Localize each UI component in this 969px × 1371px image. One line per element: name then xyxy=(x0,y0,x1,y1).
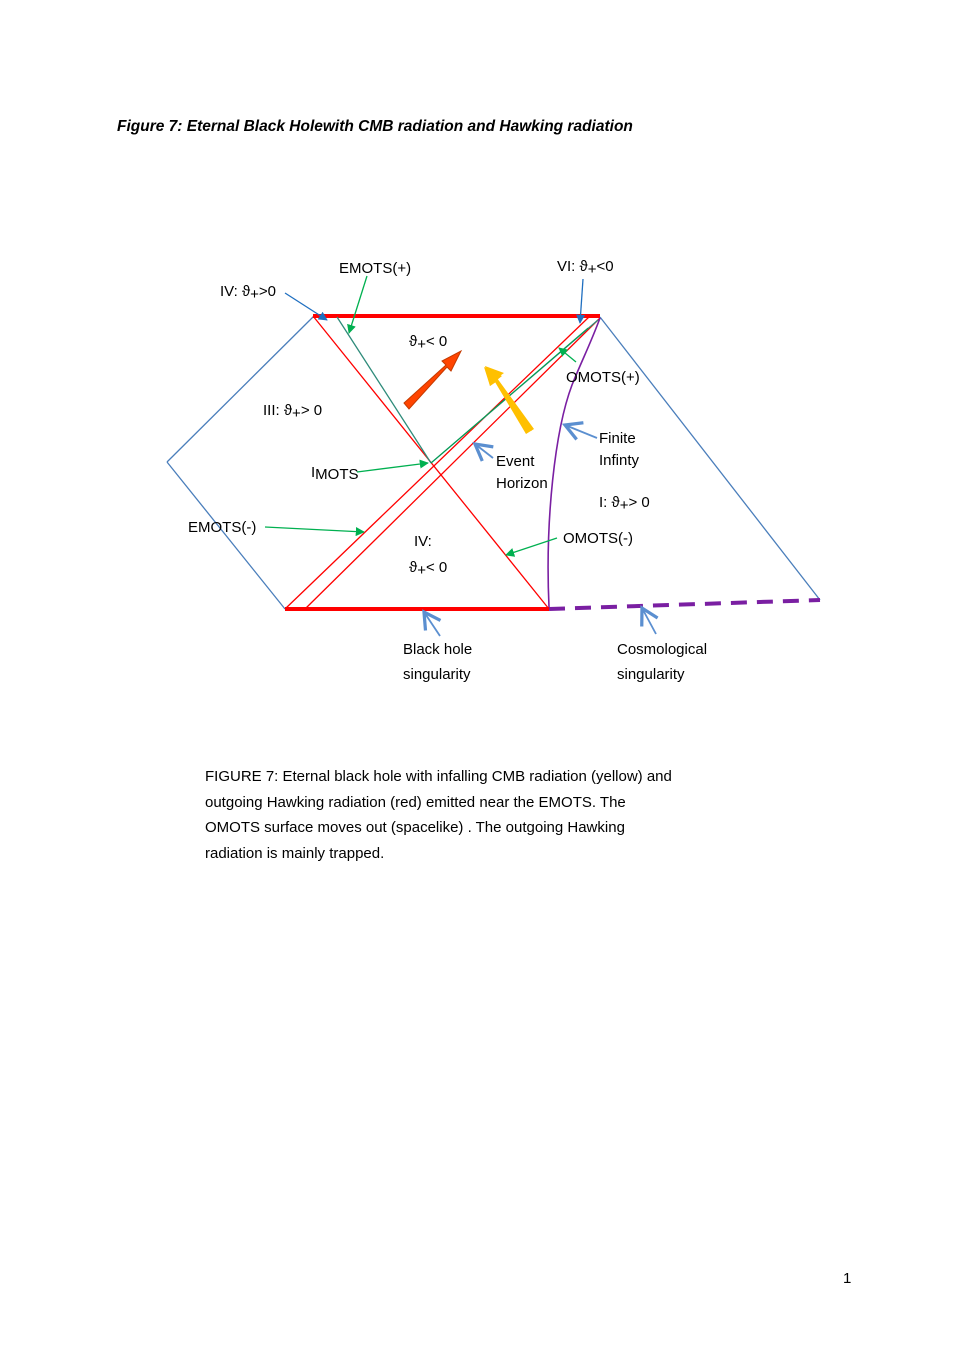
region-center-theta-label: ϑ+< 0 xyxy=(409,333,447,353)
region-iv-bottom-theta-label: ϑ+< 0 xyxy=(409,559,447,579)
cosmological-singularity-line xyxy=(548,598,821,611)
black-hole-singularity-label: singularity xyxy=(403,666,471,683)
region-iv-top-label: IV: ϑ+>0 xyxy=(220,283,276,303)
finite-label: Finite xyxy=(599,430,636,447)
emots-minus-label: EMOTS(-) xyxy=(188,519,256,536)
cosmological-label: Cosmological xyxy=(617,641,707,658)
cosmological-singularity-pointer xyxy=(640,605,659,635)
cmb-radiation-arrow xyxy=(484,366,534,434)
infinity-label: Infinty xyxy=(599,452,640,469)
region-vi-label: VI: ϑ+<0 xyxy=(557,258,614,278)
cosmological-singularity-label: singularity xyxy=(617,666,685,683)
caption-line: radiation is mainly trapped. xyxy=(205,844,385,862)
omots-minus-pointer xyxy=(505,537,558,557)
figure-title: Figure 7: Eternal Black Holewith CMB rad… xyxy=(117,118,633,135)
region-iv-bottom-label: IV: xyxy=(414,533,432,550)
finite-infinity-pointer xyxy=(561,421,598,441)
imots-pointer xyxy=(356,459,429,473)
page-number: 1 xyxy=(843,1270,852,1287)
event-horizon-pointer xyxy=(472,441,494,462)
mots-lines xyxy=(336,316,599,464)
vi-pointer xyxy=(576,278,586,324)
omots-minus-label: OMOTS(-) xyxy=(563,530,633,547)
finite-infinity-curve xyxy=(547,317,601,608)
hawking-radiation-arrow xyxy=(403,349,463,410)
spacetime-boundary xyxy=(166,316,821,610)
caption-line: FIGURE 7: Eternal black hole with infall… xyxy=(205,768,672,785)
emots-plus-pointer xyxy=(347,275,368,334)
black-hole-label: Black hole xyxy=(403,641,472,658)
emots-minus-pointer xyxy=(264,526,365,537)
omots-plus-pointer xyxy=(558,347,577,363)
horizon-label: Horizon xyxy=(496,475,548,492)
imots-label: IMOTS xyxy=(311,464,359,483)
caption-line: OMOTS surface moves out (spacelike) . Th… xyxy=(205,819,625,836)
event-label: Event xyxy=(496,453,535,470)
region-iii-label: III: ϑ+> 0 xyxy=(263,402,322,422)
label-pointers xyxy=(264,275,659,637)
figure-caption: FIGURE 7: Eternal black hole with infall… xyxy=(205,764,735,866)
region-i-label: I: ϑ+> 0 xyxy=(599,494,650,514)
black-hole-singularity-pointer xyxy=(422,609,442,637)
omots-plus-label: OMOTS(+) xyxy=(566,369,640,386)
iv-top-pointer xyxy=(284,292,328,321)
caption-line: outgoing Hawking radiation (red) emitted… xyxy=(205,793,626,811)
emots-plus-label: EMOTS(+) xyxy=(339,260,411,277)
